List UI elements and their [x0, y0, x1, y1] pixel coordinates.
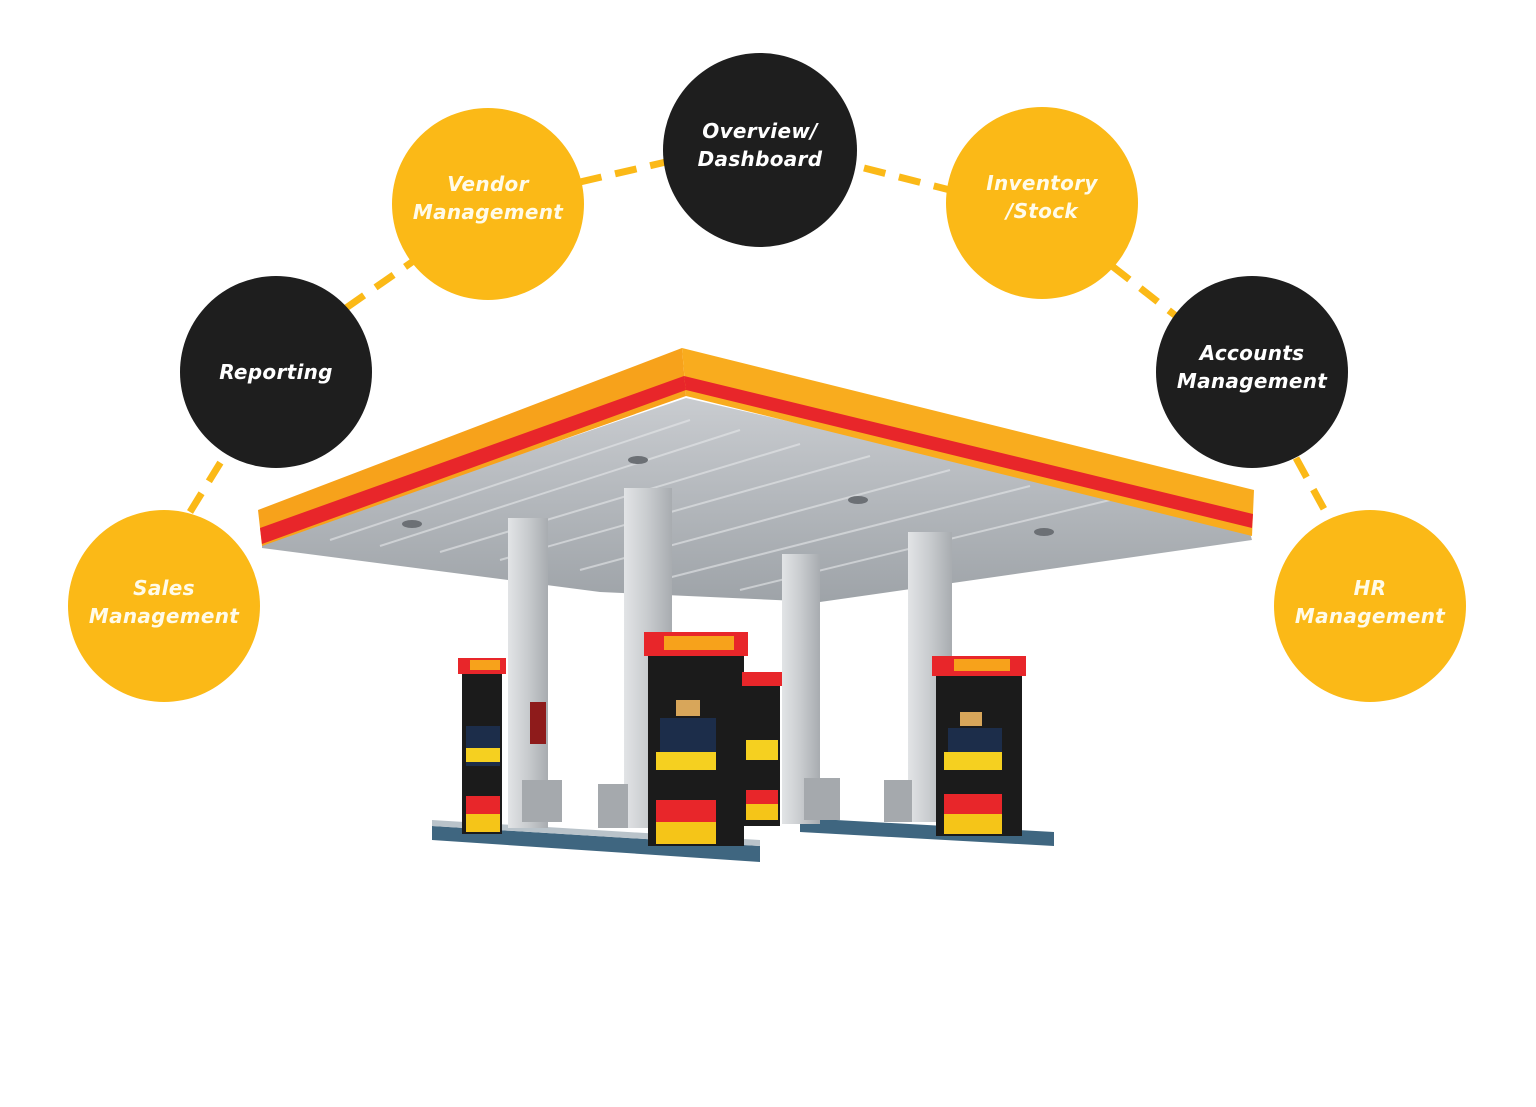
node-label: Overview/ Dashboard — [697, 119, 823, 171]
ceiling-lights — [402, 456, 1054, 536]
node-accounts-management[interactable]: Accounts Management — [1156, 276, 1348, 468]
canopy-ceiling — [262, 398, 1252, 602]
node-sales-management[interactable]: Sales Management — [68, 510, 260, 702]
node-label: Sales Management — [88, 576, 240, 628]
node-label: Vendor Management — [412, 172, 564, 224]
node-label: HR Management — [1294, 576, 1446, 628]
node-label: Inventory /Stock — [986, 171, 1098, 223]
fuel-pump — [458, 658, 506, 834]
connector-reporting-vendor — [343, 259, 415, 311]
node-label: Accounts Management — [1176, 341, 1328, 393]
fuel-pump — [742, 672, 782, 826]
connector-inventory-accounts — [1109, 263, 1179, 319]
node-inventory-stock[interactable]: Inventory /Stock — [946, 107, 1138, 299]
connector-overview-inventory — [863, 164, 951, 194]
connector-accounts-hr — [1292, 456, 1334, 522]
node-reporting[interactable]: Reporting — [180, 276, 372, 468]
node-hr-management[interactable]: HR Management — [1274, 510, 1466, 702]
node-label: Reporting — [219, 360, 333, 384]
fuel-pump — [932, 656, 1026, 836]
node-vendor-management[interactable]: Vendor Management — [392, 108, 584, 300]
extinguisher-box — [530, 702, 546, 744]
fuel-pump — [644, 632, 748, 846]
node-overview-dashboard[interactable]: Overview/ Dashboard — [663, 53, 857, 247]
connector-vendor-overview — [579, 158, 667, 186]
canopy-fascia — [258, 348, 1254, 546]
connector-sales-reporting — [187, 458, 225, 514]
